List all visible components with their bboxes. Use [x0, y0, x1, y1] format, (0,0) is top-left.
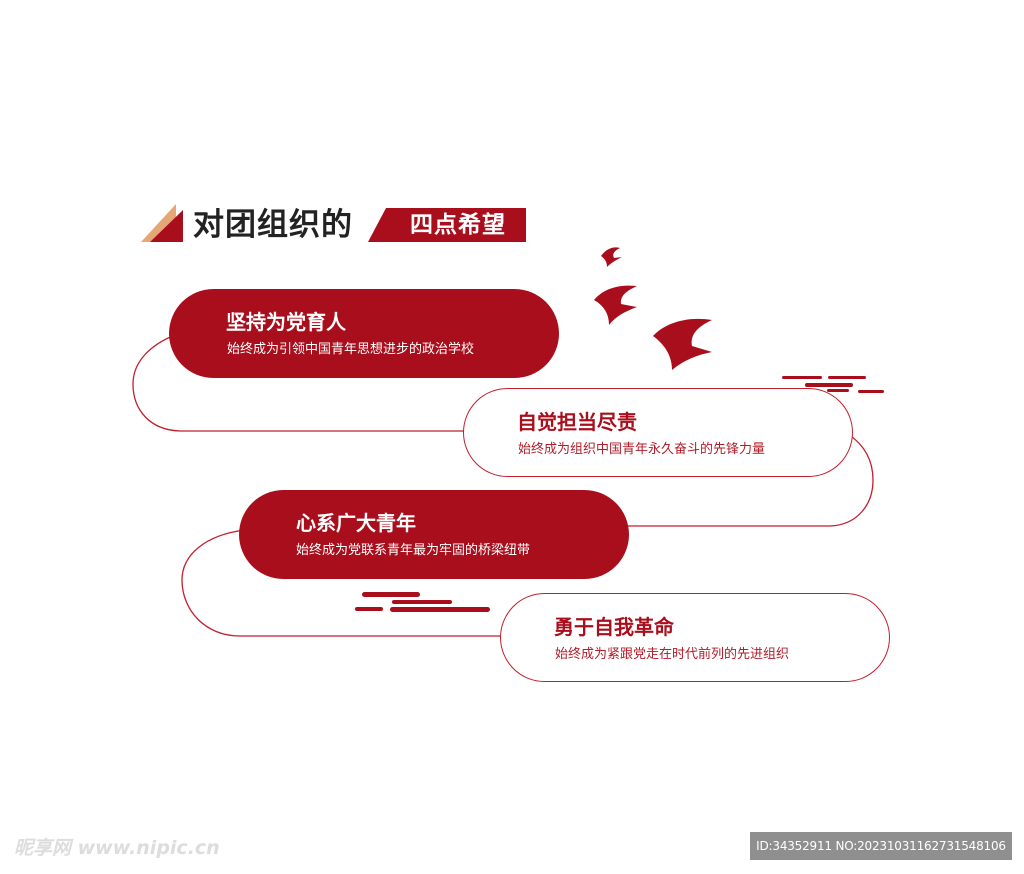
title-badge: 四点希望 — [410, 212, 506, 238]
item-card-4: 勇于自我革命 始终成为紧跟党走在时代前列的先进组织 — [500, 593, 890, 682]
item-description: 始终成为党联系青年最为牢固的桥梁纽带 — [296, 543, 531, 558]
watermark-logo: 昵享网 www.nipic.cn — [14, 837, 220, 859]
title-corner-icon — [141, 204, 183, 242]
item-description: 始终成为引领中国青年思想进步的政治学校 — [227, 342, 475, 357]
item-card-3: 心系广大青年 始终成为党联系青年最为牢固的桥梁纽带 — [239, 490, 629, 579]
cloud-line-icon — [782, 376, 884, 393]
item-card-2: 自觉担当尽责 始终成为组织中国青年永久奋斗的先锋力量 — [463, 388, 853, 477]
cloud-line-icon — [355, 592, 490, 612]
flying-swallow-icon — [594, 247, 712, 370]
page-title: 对团组织的 — [193, 207, 353, 243]
connector-line — [132, 334, 874, 637]
item-heading: 坚持为党育人 — [226, 310, 346, 334]
watermark-id: ID:34352911 NO:20231031162731548106 — [750, 832, 1012, 860]
item-heading: 心系广大青年 — [296, 511, 416, 535]
item-description: 始终成为组织中国青年永久奋斗的先锋力量 — [518, 442, 766, 457]
item-heading: 勇于自我革命 — [554, 615, 674, 639]
title-badge-shape — [368, 208, 526, 242]
item-heading: 自觉担当尽责 — [517, 410, 637, 434]
item-card-1: 坚持为党育人 始终成为引领中国青年思想进步的政治学校 — [169, 289, 559, 378]
item-description: 始终成为紧跟党走在时代前列的先进组织 — [555, 647, 790, 662]
